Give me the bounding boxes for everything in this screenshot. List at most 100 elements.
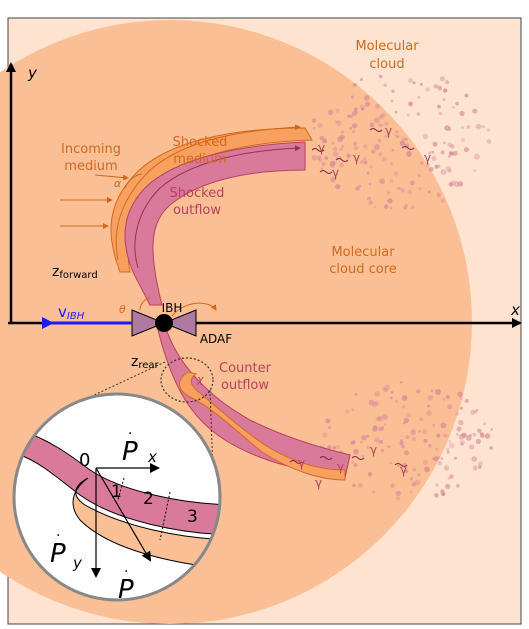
cloud-particle — [418, 174, 421, 177]
cloud-particle — [410, 490, 413, 494]
px-label: P · x — [122, 426, 157, 467]
cloud-particle — [412, 81, 416, 85]
cloud-particle — [449, 474, 454, 479]
cloud-particle — [377, 138, 382, 143]
x-axis-label: x — [510, 301, 520, 319]
chi-label: χ — [196, 373, 204, 386]
svg-text:x: x — [147, 448, 157, 466]
cloud-particle — [427, 190, 431, 194]
cloud-particle — [390, 391, 394, 394]
cloud-particle — [366, 445, 370, 449]
cloud-particle — [369, 165, 373, 169]
cloud-particle — [349, 114, 353, 118]
cloud-particle — [368, 182, 372, 186]
cloud-particle — [349, 126, 352, 130]
cloud-particle — [383, 83, 387, 87]
counter-outflow-label-1: Counter — [219, 361, 272, 376]
cloud-particle — [431, 150, 435, 154]
cloud-particle — [377, 123, 381, 127]
cloud-particle — [406, 412, 412, 418]
cloud-particle — [351, 460, 355, 464]
cloud-particle — [382, 156, 387, 162]
cloud-particle — [345, 409, 350, 414]
cloud-particle — [332, 151, 339, 157]
cloud-particle — [353, 463, 358, 467]
cloud-particle — [346, 153, 351, 159]
cloud-particle — [409, 180, 415, 186]
cloud-particle — [352, 123, 358, 129]
cloud-particle — [390, 396, 393, 400]
cloud-particle — [479, 431, 484, 436]
cloud-particle — [368, 200, 374, 205]
ibh-label: IBH — [162, 301, 183, 315]
cloud-particle — [473, 169, 477, 172]
rear-zoom-region — [160, 357, 214, 403]
cloud-particle — [418, 186, 423, 191]
cloud-particle — [384, 423, 387, 426]
cloud-particle — [489, 446, 494, 450]
cloud-particle — [405, 435, 410, 440]
cloud-particle — [379, 123, 384, 128]
cloud-particle — [452, 106, 455, 109]
p-arrow — [95, 467, 152, 562]
cloud-particle — [335, 108, 340, 113]
svg-text:·: · — [56, 528, 60, 544]
svg-text:·: · — [128, 426, 132, 442]
cloud-particle — [410, 430, 416, 436]
cloud-particle — [460, 397, 463, 400]
cloud-particle — [422, 459, 429, 466]
cloud-particle — [484, 433, 491, 439]
cloud-particle — [433, 84, 438, 89]
cloud-particle — [394, 399, 398, 404]
cloud-particle — [412, 467, 417, 472]
cloud-particle — [367, 472, 373, 477]
cloud-particle — [397, 186, 400, 190]
cloud-particle — [353, 449, 359, 455]
cloud-particle — [447, 154, 451, 158]
cloud-particle — [383, 388, 388, 393]
cloud-particle — [312, 126, 316, 130]
cloud-particle — [339, 147, 344, 151]
cloud-particle — [460, 138, 465, 142]
cloud-particle — [361, 455, 365, 458]
cloud-particle — [405, 137, 408, 141]
cloud-particle — [440, 199, 445, 203]
cloud-particle — [459, 406, 463, 410]
cloud-particle — [382, 414, 388, 421]
cloud-particle — [439, 76, 445, 82]
cloud-particle — [408, 101, 413, 107]
cloud-particle — [443, 141, 446, 145]
cloud-particle — [403, 417, 409, 423]
gamma-label: γ — [318, 141, 325, 155]
cloud-particle — [396, 135, 400, 139]
cloud-particle — [381, 113, 386, 118]
cloud-particle — [417, 96, 421, 99]
cloud-particle — [371, 401, 378, 408]
cloud-particle — [403, 206, 407, 210]
cloud-particle — [440, 150, 445, 155]
cloud-particle — [384, 121, 389, 126]
cloud-particle — [456, 426, 462, 432]
cloud-particle — [466, 125, 471, 129]
velocity-label: vIBH — [58, 303, 85, 322]
gamma-label: γ — [315, 476, 322, 490]
cloud-particle — [427, 395, 434, 401]
inset-segment-3: 3 — [187, 507, 198, 527]
cloud-particle — [440, 491, 446, 497]
svg-text:·: · — [124, 564, 128, 580]
svg-text:P: P — [122, 437, 138, 467]
cloud-particle — [414, 479, 421, 486]
cloud-particle — [475, 123, 482, 130]
cloud-particle — [432, 141, 438, 147]
molecular-cloud-label-1: Molecular — [355, 39, 419, 54]
cloud-particle — [335, 445, 340, 450]
cloud-particle — [438, 111, 442, 116]
cloud-particle — [321, 162, 326, 166]
cloud-particle — [468, 444, 475, 450]
cloud-particle — [362, 156, 367, 161]
cloud-particle — [335, 184, 341, 190]
cloud-particle — [395, 130, 399, 134]
theta-label: θ — [119, 303, 126, 316]
